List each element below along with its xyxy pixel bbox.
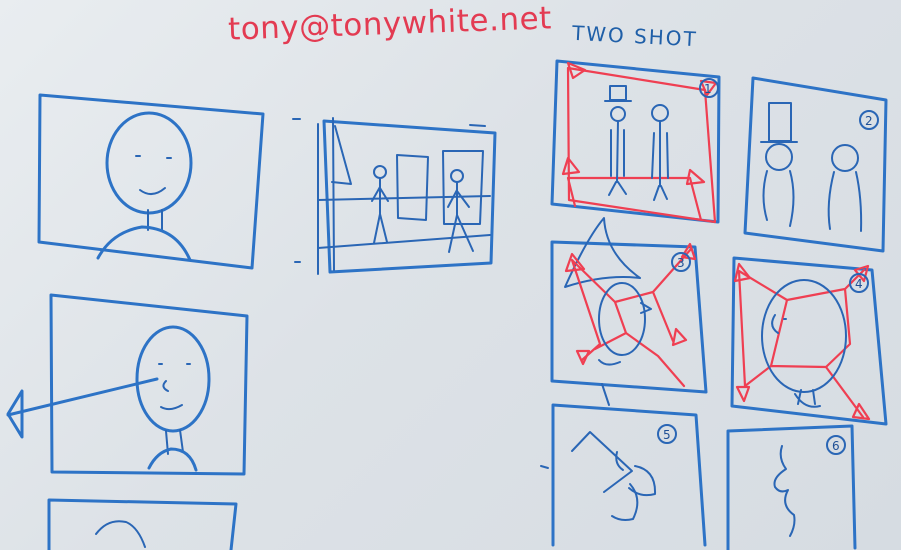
panel-number-5: 5 [663, 428, 671, 442]
storyboard-panel-2: 2 [745, 78, 886, 251]
storyboard-panel-closeup-2 [8, 295, 247, 474]
panel-number-3: 3 [677, 256, 685, 270]
stick-figure-icon [372, 166, 388, 243]
storyboard-panel-6: 6 [728, 426, 855, 550]
stick-figure-icon [652, 105, 668, 200]
panel-number-6: 6 [832, 439, 840, 453]
storyboard-panel-3: 3 [552, 218, 706, 392]
panel-number-4: 4 [855, 277, 863, 291]
stick-figure-icon [448, 170, 473, 252]
storyboard-panel-closeup-1 [39, 95, 263, 268]
panel-number-1: 1 [704, 82, 712, 96]
panel-number-2: 2 [865, 114, 873, 128]
storyboard-panel-5: 5 [541, 384, 705, 545]
face-icon [107, 113, 191, 213]
storyboard-panel-1: 1 [552, 61, 719, 222]
storyboard-panel-wide-shot [293, 118, 495, 274]
storyboard-panel-partial [49, 500, 236, 550]
face-icon [137, 327, 209, 431]
storyboard-panel-4: 4 [732, 258, 886, 424]
